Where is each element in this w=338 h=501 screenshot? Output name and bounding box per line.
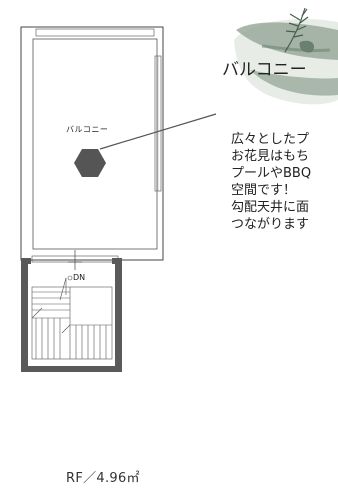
hexagon-marker [74,149,106,177]
plant-sprig-icon [284,7,315,53]
description-line: プールやBBQ [231,166,312,181]
description-line: 空間です！ [231,183,297,198]
stairwell-walls [21,258,122,372]
balcony-outline [20,26,164,270]
callout-title: バルコニー [222,60,307,80]
description-line: 広々としたプ [231,132,310,147]
description-line: 勾配天井に面 [231,200,310,215]
description-line: お花見はもち [231,149,310,164]
callout-line [99,113,217,150]
stair-down-label: DN [73,273,86,282]
description-line: つながります [231,217,310,232]
callout-description: 広々としたプ お花見はもち プールやBBQ 空間です！ 勾配天井に面 つながりま… [231,131,338,233]
brush-stroke-decoration [234,19,338,105]
staircase [31,275,113,360]
room-label: バルコニー [66,125,109,134]
floor-area-label: RF／4.96㎡ [66,471,140,486]
